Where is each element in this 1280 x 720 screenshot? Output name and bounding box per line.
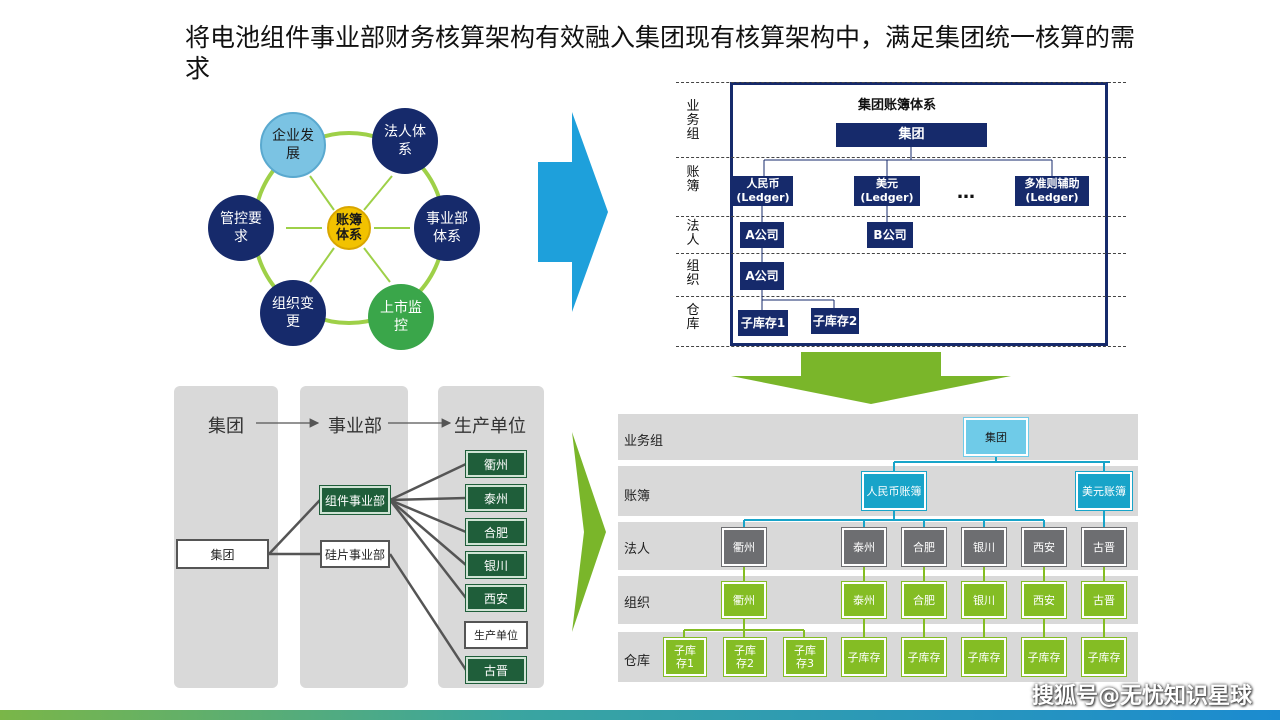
org-hefei: 合肥 xyxy=(901,581,947,619)
node-label: 企业发展 xyxy=(272,128,314,162)
warehouse-box: 子库存3 xyxy=(783,637,827,677)
node-center-ledger: 账簿体系 xyxy=(327,206,371,250)
watermark: 搜狐号@无忧知识星球 xyxy=(1031,684,1252,709)
org-division-wafer: 硅片事业部 xyxy=(320,540,390,568)
row-label: 组织 xyxy=(686,259,700,288)
legal-a-box: A公司 xyxy=(740,222,784,248)
org-a-box: A公司 xyxy=(740,262,784,290)
warehouse-box: 子库存 xyxy=(901,637,947,677)
node-label: 组织变更 xyxy=(272,296,314,330)
header-division: 事业部 xyxy=(328,416,382,437)
legal-b-box: B公司 xyxy=(867,222,913,248)
warehouse-box: 子库存 xyxy=(961,637,1007,677)
node-label: 账簿体系 xyxy=(335,213,362,243)
row-label: 业务组 xyxy=(686,99,700,142)
warehouse-box: 子库存 xyxy=(841,637,887,677)
structure-ledger-rmb: 人民币账簿 xyxy=(861,471,927,511)
band-business-group xyxy=(618,414,1138,460)
column-division xyxy=(300,386,408,688)
ledger-group-box: 集团 xyxy=(836,123,987,147)
warehouse-1-box: 子库存1 xyxy=(738,310,788,336)
row-label: 法人 xyxy=(686,219,700,248)
org-kuching: 古晋 xyxy=(1081,581,1127,619)
header-group: 集团 xyxy=(208,416,244,437)
band-label: 组织 xyxy=(624,596,651,611)
legal-hefei: 合肥 xyxy=(901,527,947,567)
row-divider xyxy=(676,253,1126,254)
org-group-box: 集团 xyxy=(176,539,269,569)
header-unit: 生产单位 xyxy=(454,416,526,437)
unit-taizhou: 泰州 xyxy=(465,484,527,512)
structure-group-box: 集团 xyxy=(963,417,1029,457)
warehouse-box: 子库存2 xyxy=(723,637,767,677)
ledger-system-title: 集团账簿体系 xyxy=(858,98,937,113)
node-label: 法人体系 xyxy=(384,124,426,158)
band-label: 账簿 xyxy=(624,489,651,504)
row-divider xyxy=(676,216,1126,217)
row-label: 仓库 xyxy=(686,303,700,332)
warehouse-2-box: 子库存2 xyxy=(811,308,859,334)
cyan-arrow xyxy=(538,112,608,312)
org-division-module: 组件事业部 xyxy=(319,485,391,515)
row-divider xyxy=(676,82,1126,83)
org-quzhou: 衢州 xyxy=(721,581,767,619)
node-label: 事业部体系 xyxy=(426,211,468,245)
slide-title: 将电池组件事业部财务核算架构有效融入集团现有核算架构中，满足集团统一核算的需求 xyxy=(185,23,1136,83)
green-right-arrow xyxy=(572,432,606,632)
row-divider xyxy=(676,157,1126,158)
row-divider xyxy=(676,296,1126,297)
node-enterprise-dev: 企业发展 xyxy=(260,112,326,178)
node-control: 管控要求 xyxy=(208,195,274,261)
band-label: 法人 xyxy=(624,542,651,557)
unit-xian: 西安 xyxy=(465,584,527,612)
legal-yinchuan: 银川 xyxy=(961,527,1007,567)
row-divider xyxy=(676,346,1126,347)
ledger-multi-box: 多准则辅助 (Ledger) xyxy=(1015,176,1089,206)
green-down-arrow xyxy=(731,352,1011,404)
unit-quzhou: 衢州 xyxy=(465,450,527,478)
structure-ledger-usd: 美元账簿 xyxy=(1075,471,1133,511)
footer-gradient-bar xyxy=(0,710,1280,720)
warehouse-box: 子库存 xyxy=(1021,637,1067,677)
node-division: 事业部体系 xyxy=(414,195,480,261)
unit-yinchuan: 银川 xyxy=(465,551,527,579)
legal-xian: 西安 xyxy=(1021,527,1067,567)
node-legal-entity: 法人体系 xyxy=(372,108,438,174)
legal-kuching: 古晋 xyxy=(1081,527,1127,567)
column-group xyxy=(174,386,278,688)
ledger-ellipsis: … xyxy=(957,182,975,203)
node-listing-monitor: 上市监控 xyxy=(368,284,434,350)
org-taizhou: 泰州 xyxy=(841,581,887,619)
node-label: 管控要求 xyxy=(220,211,262,245)
legal-taizhou: 泰州 xyxy=(841,527,887,567)
org-yinchuan: 银川 xyxy=(961,581,1007,619)
warehouse-box: 子库存1 xyxy=(663,637,707,677)
warehouse-box: 子库存 xyxy=(1081,637,1127,677)
unit-hefei: 合肥 xyxy=(465,518,527,546)
legal-quzhou: 衢州 xyxy=(721,527,767,567)
unit-kuching: 古晋 xyxy=(465,656,527,684)
unit-generic: 生产单位 xyxy=(464,621,528,649)
node-org-change: 组织变更 xyxy=(260,280,326,346)
node-label: 上市监控 xyxy=(380,300,422,334)
org-xian: 西安 xyxy=(1021,581,1067,619)
ledger-usd-box: 美元 (Ledger) xyxy=(854,176,920,206)
band-label: 业务组 xyxy=(624,434,664,449)
band-label: 仓库 xyxy=(624,654,651,669)
ledger-rmb-box: 人民币 (Ledger) xyxy=(733,176,793,206)
row-label: 账簿 xyxy=(686,165,700,194)
